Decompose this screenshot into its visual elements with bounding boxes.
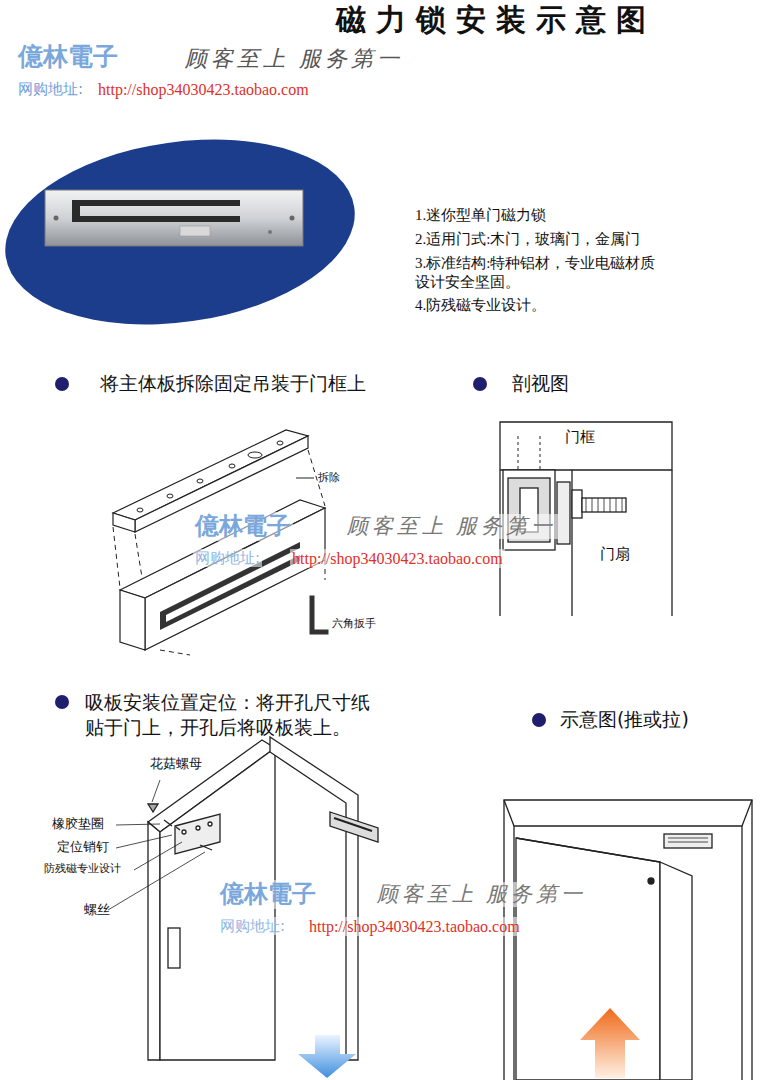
watermark: 億林電子 [218,880,318,909]
shop-label: 网购地址: [18,80,83,98]
step-heading: 示意图(推或拉) [560,708,689,731]
lock-exploded [113,430,326,655]
part-label: 门框 [565,428,595,446]
callout-label: 六角扳手 [332,617,376,630]
shop-url: http://shop34030423.taobao.com [98,80,309,99]
step-heading: 将主体板拆除固定吊装于门框上 [100,372,366,395]
watermark: http://shop34030423.taobao.com [290,549,505,568]
feature-item: 3.标准结构:特种铝材，专业电磁材质 设计安全坚固。 [415,254,715,292]
watermark: 网购地址: [193,549,262,567]
product-lock [45,190,303,246]
slogan: 顾客至上 服务第一 [185,46,403,72]
brand-name: 億林電子 [18,42,118,72]
blue-ellipse [0,118,367,345]
feature-item: 2.适用门式:木门，玻璃门，金属门 [415,230,640,248]
watermark: 億林電子 [193,512,293,541]
pull-arrow [580,1008,640,1078]
push-arrow [298,1035,356,1078]
feature-item: 4.防残磁专业设计。 [415,296,546,314]
part-label: 门扇 [600,545,630,563]
callout-label: 花菇螺母 [150,756,202,772]
callout-label: 拆除 [318,471,340,484]
door-frame-view [504,800,752,1080]
watermark: 顾客至上 服务第一 [345,514,558,539]
callout-label: 定位销钉 [57,839,109,855]
watermark: http://shop34030423.taobao.com [307,917,522,936]
callout-label: 橡胶垫圈 [52,816,104,832]
callout-label: 防残磁专业设计 [44,862,121,875]
bullet-dots [55,377,546,727]
watermark: 顾客至上 服务第一 [375,882,588,907]
callout-label: 螺丝 [84,902,110,918]
page-title: 磁力锁安装示意图 [336,2,656,38]
step-heading: 吸板安装位置定位：将开孔尺寸纸贴于门上，开孔后将吸板装上。 [85,690,381,739]
door-install [108,737,378,1060]
feature-item: 1.迷你型单门磁力锁 [415,206,546,224]
watermark: 网购地址: [218,917,287,935]
step-heading: 剖视图 [512,372,569,395]
